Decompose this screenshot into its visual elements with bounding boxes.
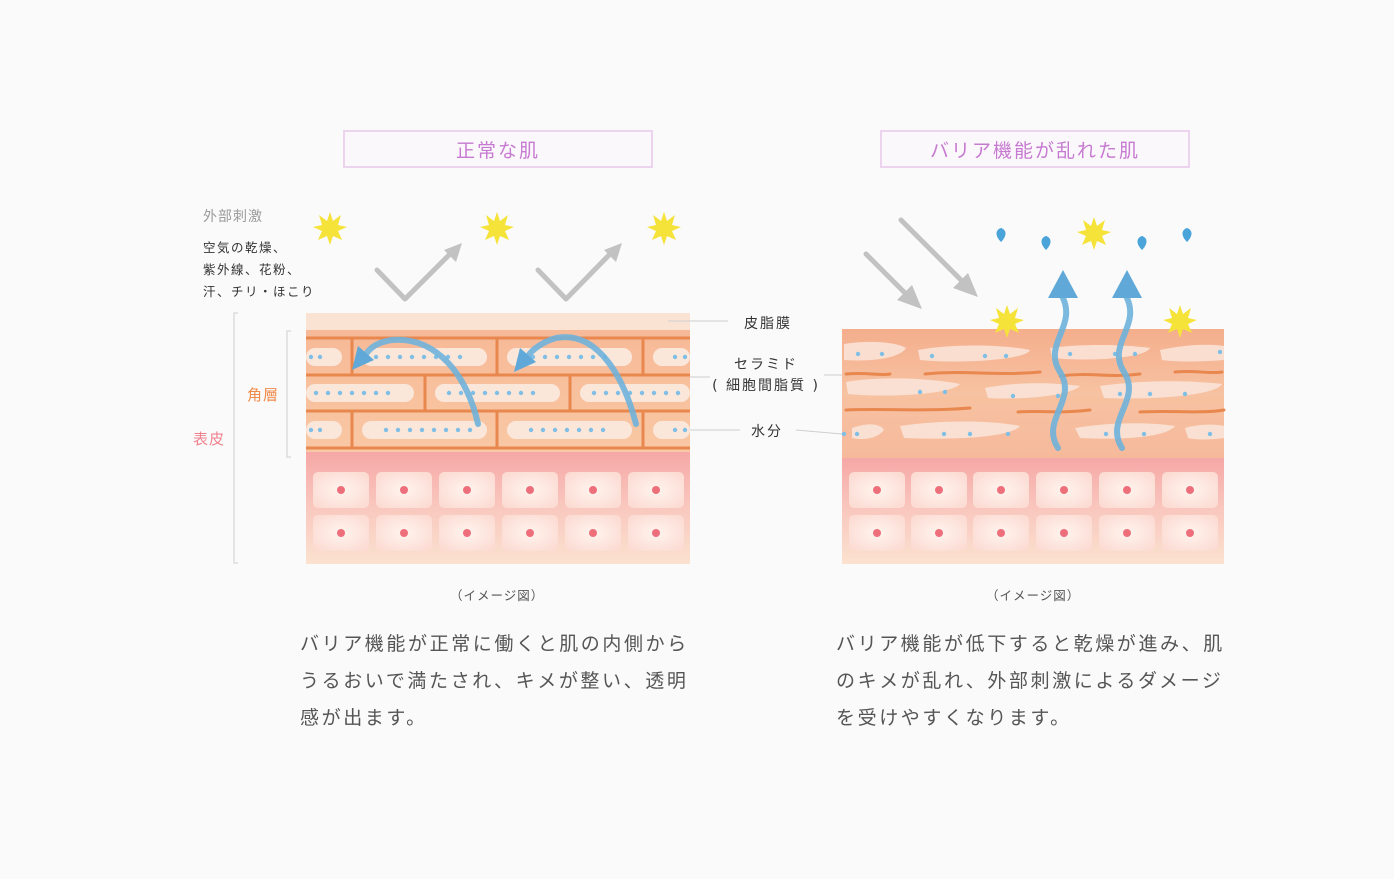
sebum-label: 皮脂膜 <box>744 316 792 332</box>
sun-icon <box>990 217 1197 338</box>
left-description: バリア機能が正常に働くと肌の内側からうるおいで満たされ、キメが整い、透明感が出ま… <box>300 633 689 729</box>
stratum-corneum-label: 角層 <box>247 386 280 404</box>
stimulus-line-3: 汗、チリ・ほこり <box>203 284 316 299</box>
sun-icon <box>313 212 681 245</box>
left-caption: （イメージ図） <box>450 588 545 603</box>
left-panel-title: 正常な肌 <box>343 130 653 168</box>
epidermis-label: 表皮 <box>193 430 226 448</box>
moisture-label: 水分 <box>751 424 783 440</box>
stimulus-line-2: 紫外線、花粉、 <box>203 262 302 277</box>
right-description: バリア機能が低下すると乾燥が進み、肌のキメが乱れ、外部刺激によるダメージを受けや… <box>836 633 1225 729</box>
right-caption: （イメージ図） <box>986 588 1081 603</box>
ceramide-label: セラミド <box>734 357 798 373</box>
water-drop-icon <box>996 228 1192 250</box>
stimulus-line-1: 空気の乾燥、 <box>203 240 288 255</box>
ceramide-sublabel: ( 細胞間脂質 ) <box>712 378 820 394</box>
stimulus-heading: 外部刺激 <box>203 209 263 225</box>
right-panel-title: バリア機能が乱れた肌 <box>880 130 1190 168</box>
